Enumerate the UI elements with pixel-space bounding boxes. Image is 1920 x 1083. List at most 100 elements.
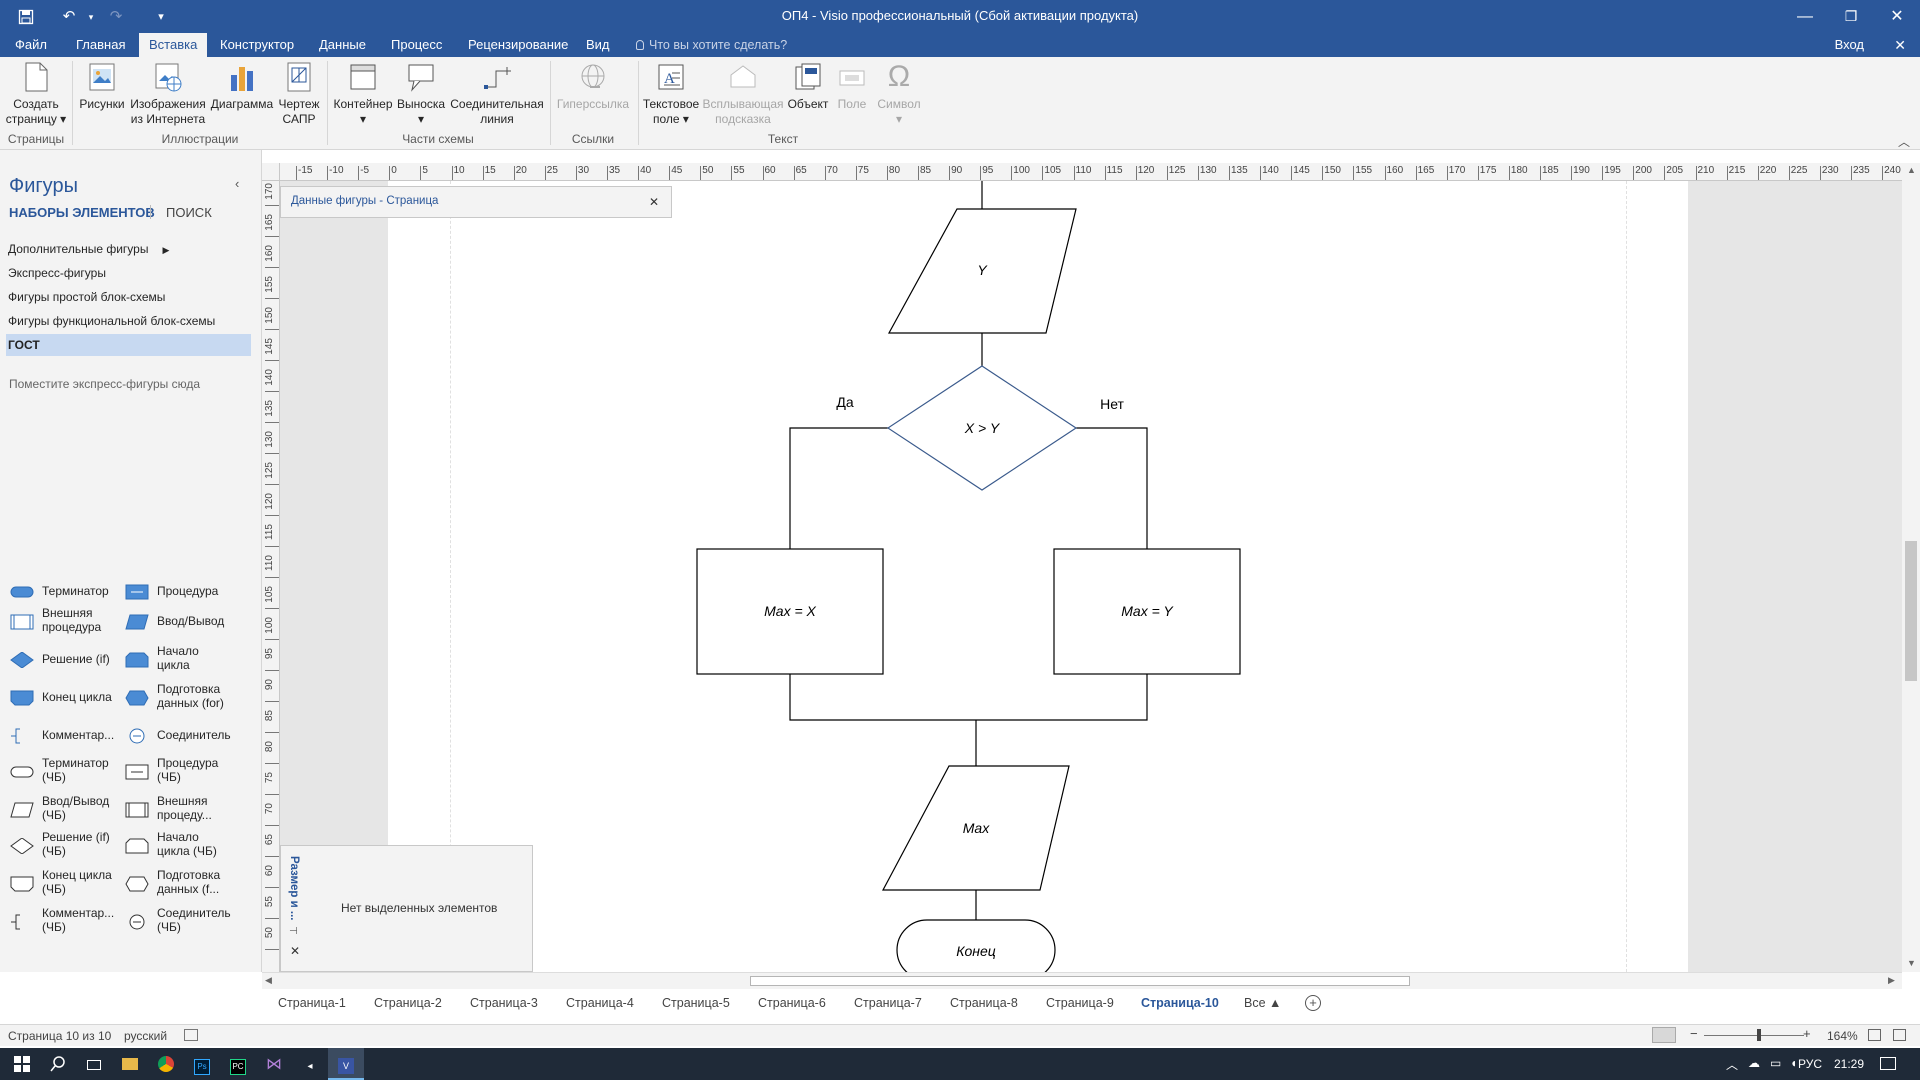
tray-cloud-icon[interactable]: ☁: [1748, 1056, 1760, 1070]
page-tab[interactable]: Страница-1: [278, 996, 346, 1010]
pin-icon[interactable]: ⊣: [289, 926, 298, 937]
tab-data[interactable]: Данные: [319, 37, 366, 52]
scroll-up-icon[interactable]: ▲: [1907, 165, 1916, 175]
page-tab[interactable]: Страница-7: [854, 996, 922, 1010]
stencil-quick-shapes[interactable]: Экспресс-фигуры: [8, 266, 106, 280]
search-icon[interactable]: [40, 1048, 76, 1080]
page-tab[interactable]: Страница-4: [566, 996, 634, 1010]
photoshop-icon[interactable]: Ps: [184, 1048, 220, 1080]
terminal-icon[interactable]: ◂: [307, 1061, 313, 1072]
collapse-panel-icon[interactable]: ‹: [235, 176, 240, 191]
vertical-scroll-thumb[interactable]: [1905, 541, 1917, 681]
stencil-shape[interactable]: Соединитель: [125, 726, 235, 756]
status-language[interactable]: русский: [124, 1029, 168, 1043]
zoom-in-icon[interactable]: +: [1803, 1026, 1811, 1041]
process-shape-left[interactable]: [696, 548, 884, 675]
stencil-shape[interactable]: Процедура: [125, 582, 235, 612]
tab-view[interactable]: Вид: [586, 37, 610, 52]
visio-taskbar-icon[interactable]: V: [328, 1048, 364, 1080]
horizontal-scrollbar[interactable]: ◀ ▶: [262, 972, 1902, 989]
stencil-shape[interactable]: Терминатор: [10, 582, 120, 612]
tab-home[interactable]: Главная: [76, 37, 126, 52]
object-button[interactable]: Объект: [785, 61, 831, 112]
volume-icon[interactable]: ◖: [1790, 1056, 1798, 1070]
zoom-slider[interactable]: [1704, 1035, 1804, 1036]
io-shape-y[interactable]: [887, 208, 1077, 334]
tab-review[interactable]: Рецензирование: [468, 37, 569, 52]
page-tab[interactable]: Страница-8: [950, 996, 1018, 1010]
chart-button[interactable]: Диаграмма: [208, 61, 276, 112]
page-tab[interactable]: Страница-6: [758, 996, 826, 1010]
tab-process[interactable]: Процесс: [391, 37, 443, 52]
page-tab[interactable]: Страница-5: [662, 996, 730, 1010]
notifications-icon[interactable]: [1880, 1057, 1896, 1070]
task-view-icon[interactable]: [76, 1048, 112, 1080]
stencil-shape[interactable]: Ввод/Вывод(ЧБ): [10, 794, 120, 830]
presentation-mode-icon[interactable]: [1652, 1027, 1676, 1043]
stencil-more-shapes[interactable]: Дополнительные фигуры▶: [8, 242, 169, 256]
decision-shape[interactable]: [886, 365, 1078, 491]
tab-file[interactable]: Файл: [15, 37, 47, 52]
stencil-shape[interactable]: Комментар...: [10, 726, 120, 756]
stencil-shape[interactable]: Конец цикла: [10, 688, 120, 718]
callout-button[interactable]: Выноска▾: [395, 61, 447, 127]
container-button[interactable]: Контейнер▾: [331, 61, 395, 127]
stencil-shape[interactable]: Комментар...(ЧБ): [10, 906, 120, 942]
shape-data-close-icon[interactable]: ✕: [648, 195, 659, 209]
sign-in-link[interactable]: Вход: [1834, 37, 1864, 52]
tab-insert[interactable]: Вставка: [139, 33, 208, 57]
collapse-ribbon-icon[interactable]: ︿: [1897, 135, 1910, 149]
fit-page-icon[interactable]: [1868, 1029, 1881, 1041]
switch-windows-icon[interactable]: [1893, 1029, 1906, 1041]
macro-record-icon[interactable]: [184, 1029, 198, 1041]
chrome-icon[interactable]: [148, 1048, 184, 1080]
customize-qat-icon[interactable]: ▾: [158, 11, 164, 23]
stencil-shape[interactable]: Решение (if)(ЧБ): [10, 830, 120, 866]
stencil-shape[interactable]: Терминатор(ЧБ): [10, 756, 120, 792]
page-tab[interactable]: Страница-10: [1141, 996, 1219, 1010]
scroll-down-icon[interactable]: ▼: [1907, 958, 1916, 968]
zoom-slider-thumb[interactable]: [1757, 1029, 1761, 1041]
restore-button[interactable]: ❐: [1844, 8, 1858, 24]
tab-design[interactable]: Конструктор: [220, 37, 295, 52]
io-shape-max[interactable]: [882, 765, 1070, 891]
vertical-scrollbar[interactable]: ▲ ▼: [1902, 163, 1920, 972]
tray-clock[interactable]: 21:29: [1834, 1057, 1865, 1071]
drawing-canvas[interactable]: Y X > Y Max = X Max = Y Max Конец Да Нет: [280, 181, 1902, 972]
terminator-end-shape[interactable]: [896, 919, 1056, 972]
page-tab[interactable]: Страница-3: [470, 996, 538, 1010]
stencil-shape[interactable]: Ввод/Вывод: [125, 612, 235, 642]
stencil-shape[interactable]: Процедура(ЧБ): [125, 756, 235, 792]
process-shape-right[interactable]: [1053, 548, 1241, 675]
zoom-out-icon[interactable]: −: [1690, 1026, 1698, 1041]
tab-search[interactable]: ПОИСК: [166, 205, 212, 220]
status-page[interactable]: Страница 10 из 10: [8, 1029, 112, 1043]
scroll-right-icon[interactable]: ▶: [1888, 975, 1895, 985]
page-tab[interactable]: Страница-9: [1046, 996, 1114, 1010]
size-panel-close-icon[interactable]: ✕: [290, 944, 301, 958]
undo-icon[interactable]: ↶: [62, 8, 76, 25]
undo-dropdown-icon[interactable]: ▾: [88, 12, 94, 22]
stencil-cross-functional[interactable]: Фигуры функциональной блок-схемы: [8, 314, 216, 328]
stencil-shape[interactable]: Конец цикла(ЧБ): [10, 868, 120, 904]
stencil-shape[interactable]: Соединитель(ЧБ): [125, 906, 235, 942]
save-icon[interactable]: [15, 6, 37, 28]
file-explorer-icon[interactable]: [112, 1048, 148, 1080]
all-pages-button[interactable]: Все ▲: [1244, 996, 1282, 1010]
add-page-icon[interactable]: +: [1305, 995, 1321, 1011]
pictures-button[interactable]: Рисунки: [76, 61, 128, 112]
visual-studio-icon[interactable]: ⋈: [266, 1056, 282, 1073]
tray-chevron-icon[interactable]: ︿: [1726, 1058, 1739, 1072]
horizontal-scroll-thumb[interactable]: [750, 976, 1410, 986]
minimize-button[interactable]: —: [1797, 8, 1813, 25]
network-icon[interactable]: ▭: [1770, 1056, 1782, 1070]
